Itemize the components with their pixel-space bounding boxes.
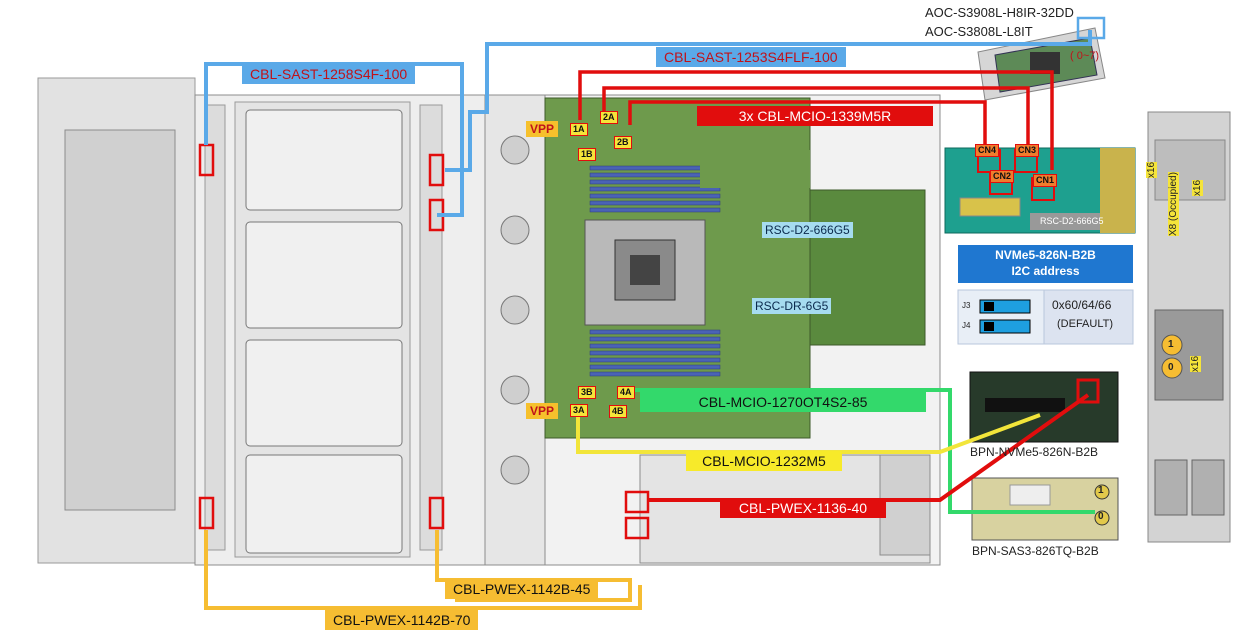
connector-4b: 4B bbox=[609, 405, 627, 418]
i2c-default: (DEFAULT) bbox=[1057, 318, 1113, 330]
cable-label-sast-1253: CBL-SAST-1253S4FLF-100 bbox=[656, 47, 846, 67]
cable-label-sast-1258: CBL-SAST-1258S4F-100 bbox=[242, 64, 415, 84]
cable-label-pwex-45: CBL-PWEX-1142B-45 bbox=[445, 579, 598, 599]
rear-slot-x16-top: x16 bbox=[1146, 162, 1157, 178]
riser-cn2: CN2 bbox=[990, 170, 1014, 183]
connector-1a: 1A bbox=[570, 123, 588, 136]
rear-slot-x8-occupied: X8 (Occupied) bbox=[1168, 172, 1179, 236]
riser-cn3: CN3 bbox=[1015, 144, 1039, 157]
nvme-backplane-label: BPN-NVMe5-826N-B2B bbox=[970, 445, 1098, 459]
vpp-label-bottom: VPP bbox=[526, 403, 558, 419]
rear-slot-1: 1 bbox=[1168, 339, 1174, 350]
vpp-label-top: VPP bbox=[526, 121, 558, 137]
connector-1b: 1B bbox=[578, 148, 596, 161]
cable-label-mcio-1232: CBL-MCIO-1232M5 bbox=[686, 451, 842, 471]
i2c-address: 0x60/64/66 bbox=[1052, 298, 1111, 312]
connector-3a: 3A bbox=[570, 404, 588, 417]
sas-backplane-label: BPN-SAS3-826TQ-B2B bbox=[972, 544, 1099, 558]
jumper-j4-label: J4 bbox=[962, 321, 970, 330]
fan-bay bbox=[485, 95, 545, 565]
rear-slot-x16-mid: x16 bbox=[1192, 180, 1203, 196]
jumper-j3-label: J3 bbox=[962, 301, 970, 310]
riser-cn4: CN4 bbox=[975, 144, 999, 157]
aoc-model-label-2: AOC-S3808L-L8IT bbox=[925, 24, 1033, 39]
riser-label-d2: RSC-D2-666G5 bbox=[762, 222, 853, 238]
i2c-title: NVMe5-826N-B2B bbox=[958, 248, 1133, 262]
connector-2b: 2B bbox=[614, 136, 632, 149]
aoc-model-label-1: AOC-S3908L-H8IR-32DD bbox=[925, 5, 1074, 20]
connector-4a: 4A bbox=[617, 386, 635, 399]
connector-3b: 3B bbox=[578, 386, 596, 399]
cable-label-mcio-1270: CBL-MCIO-1270OT4S2-85 bbox=[640, 392, 926, 412]
connector-2a: 2A bbox=[600, 111, 618, 124]
aoc-port-range: ( 0~7) bbox=[1070, 50, 1099, 62]
cable-label-pwex-1136: CBL-PWEX-1136-40 bbox=[720, 498, 886, 518]
rear-slot-x16-bottom: x16 bbox=[1190, 356, 1201, 372]
cable-label-mcio-1339: 3x CBL-MCIO-1339M5R bbox=[697, 106, 933, 126]
rear-slot-0: 0 bbox=[1168, 362, 1174, 373]
riser-cn1: CN1 bbox=[1033, 174, 1057, 187]
cable-label-pwex-70: CBL-PWEX-1142B-70 bbox=[325, 610, 478, 630]
riser-card-tag: RSC-D2-666G5 bbox=[1040, 216, 1104, 226]
riser-label-dr: RSC-DR-6G5 bbox=[752, 298, 831, 314]
i2c-subtitle: I2C address bbox=[958, 264, 1133, 278]
sas-port-0: 0 bbox=[1098, 511, 1104, 522]
sas-port-1: 1 bbox=[1098, 485, 1104, 496]
